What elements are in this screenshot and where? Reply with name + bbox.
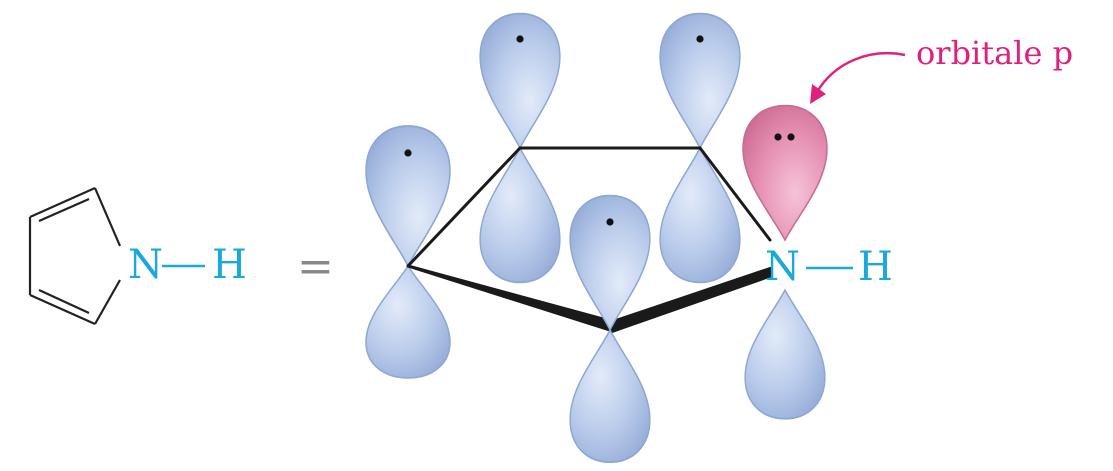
electron-dot bbox=[787, 133, 795, 141]
annotation-arrow bbox=[815, 51, 906, 93]
pyrrole-skeletal-structure: N H = bbox=[28, 186, 334, 326]
ring-bonds bbox=[28, 186, 122, 326]
p-orbital-lobe bbox=[479, 147, 561, 284]
front-carbon-orbital bbox=[569, 194, 651, 464]
orbital-model: N H orbitale p bbox=[365, 12, 1073, 464]
p-orbital-lobe bbox=[569, 194, 651, 331]
electrons bbox=[404, 35, 795, 226]
p-orbital-lobe bbox=[365, 125, 451, 267]
equals-sign: = bbox=[297, 241, 334, 292]
p-orbital-lobe bbox=[569, 329, 651, 464]
p-orbital-lobe bbox=[479, 12, 561, 149]
annotation-arrowhead bbox=[810, 84, 826, 104]
p-orbital-lobe bbox=[744, 289, 826, 420]
electron-dot bbox=[404, 149, 412, 157]
p-orbital-lobe bbox=[659, 147, 741, 284]
electron-dot bbox=[774, 133, 782, 141]
double-bond-top bbox=[38, 197, 90, 223]
p-orbital-lobe bbox=[659, 12, 741, 149]
electron-dot bbox=[606, 218, 614, 226]
hydrogen-label: H bbox=[212, 242, 247, 288]
orbital-p-label-text: orbitale p bbox=[916, 34, 1073, 72]
p-orbital-lobe bbox=[365, 265, 451, 379]
electron-dot bbox=[696, 35, 704, 43]
orbital-hydrogen-label: H bbox=[858, 244, 893, 290]
electron-dot bbox=[516, 35, 524, 43]
double-bond-bottom bbox=[38, 289, 90, 314]
orbital-p-label: orbitale p bbox=[916, 34, 1073, 72]
ring-bonds-3d bbox=[406, 146, 774, 334]
nitrogen-label: N bbox=[128, 242, 163, 288]
orbital-nitrogen-label: N bbox=[765, 244, 800, 290]
